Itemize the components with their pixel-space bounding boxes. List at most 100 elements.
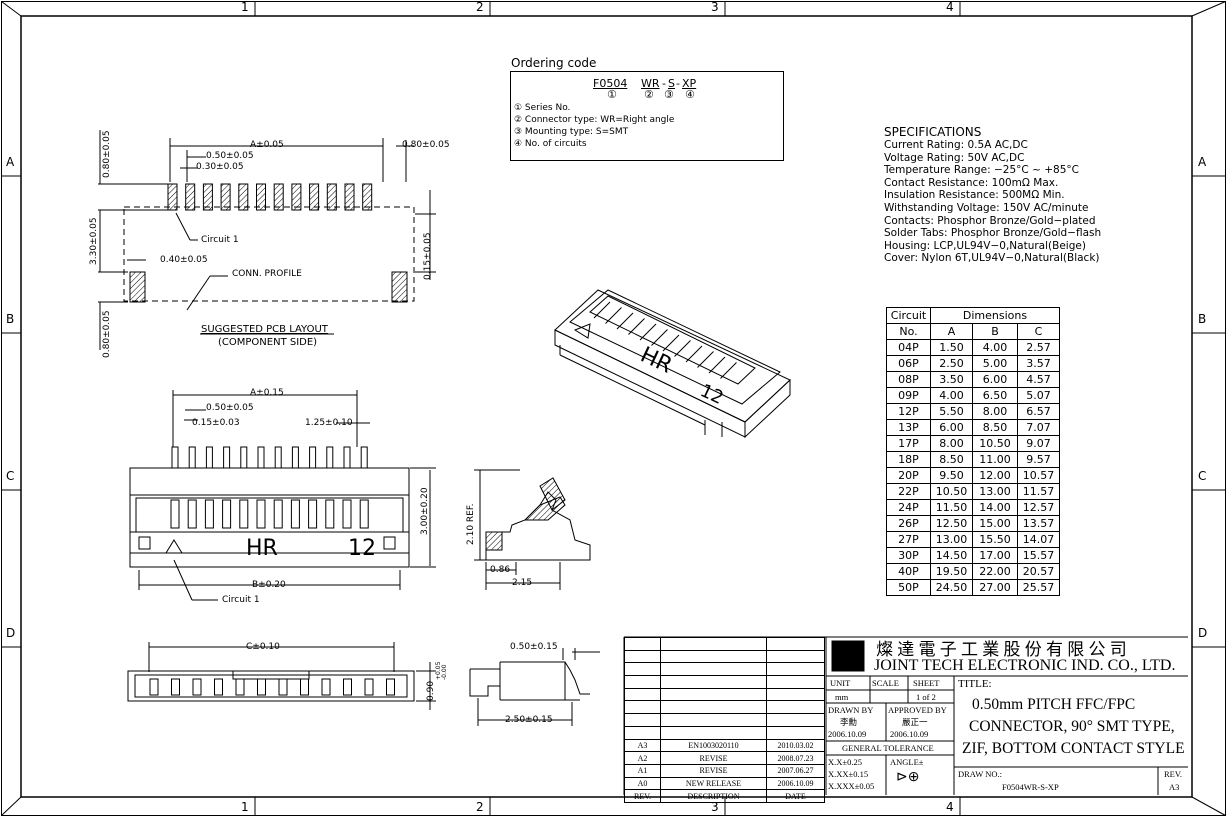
side-dim-h: 2.10 REF. bbox=[466, 503, 476, 545]
table-cell: 5.00 bbox=[972, 355, 1018, 372]
pcb-pad bbox=[291, 183, 302, 211]
pcb-pads bbox=[167, 183, 373, 211]
pcb-pad bbox=[273, 183, 284, 211]
revision-cell: A2 bbox=[624, 751, 661, 765]
bottom-pin bbox=[386, 678, 395, 696]
pcb-dim-vleft-mid: 3.30±0.05 bbox=[89, 217, 99, 265]
zone-row-c-right: C bbox=[1198, 469, 1207, 483]
revision-row bbox=[624, 637, 825, 651]
table-cell: 9.57 bbox=[1017, 451, 1060, 468]
ordering-item: ① Series No. bbox=[514, 103, 571, 113]
approved-by-label: APPROVED BY bbox=[888, 705, 947, 715]
iso-slot bbox=[708, 356, 726, 374]
unit-label: UNIT bbox=[830, 678, 851, 688]
pcb-pad bbox=[344, 183, 355, 211]
revision-cell bbox=[766, 713, 825, 727]
zone-row-c-left: C bbox=[6, 469, 15, 483]
pcb-circuit1-label: Circuit 1 bbox=[201, 235, 239, 245]
table-cell: 12.57 bbox=[1017, 499, 1060, 516]
table-cell: 10.57 bbox=[1017, 467, 1060, 484]
zone-col-1-bottom: 1 bbox=[241, 800, 249, 814]
ordering-marker-1: ① bbox=[607, 88, 617, 101]
drawing-title-line: ZIF, BOTTOM CONTACT STYLE bbox=[962, 740, 1185, 757]
front-dim-b: B±0.20 bbox=[252, 580, 286, 590]
bottom-dim-h-tol-bot: -0.00 bbox=[441, 664, 448, 680]
iso-slots bbox=[593, 301, 737, 379]
drawn-by-label: DRAWN BY bbox=[828, 705, 874, 715]
zone-col-4-top: 4 bbox=[946, 0, 954, 14]
revision-cell bbox=[660, 687, 767, 702]
revision-cell bbox=[624, 675, 661, 689]
pcb-pad bbox=[167, 183, 178, 211]
ordering-part-series: F0504 bbox=[593, 77, 628, 90]
front-contact bbox=[359, 499, 369, 529]
table-cell: 15.57 bbox=[1017, 547, 1060, 564]
approved-date: 2006.10.09 bbox=[890, 729, 929, 739]
spec-line: Voltage Rating: 50V AC,DC bbox=[884, 151, 1025, 164]
table-cell: 22P bbox=[886, 483, 931, 500]
revision-cell bbox=[660, 649, 767, 664]
table-cell: 8.00 bbox=[972, 403, 1018, 420]
table-cell: 5.50 bbox=[930, 403, 973, 420]
ordering-code-title: Ordering code bbox=[511, 56, 597, 70]
pcb-dim-a: A±0.05 bbox=[250, 140, 284, 150]
revision-cell: A0 bbox=[624, 776, 661, 791]
company-name-cn: 燦 達 電 子 工 業 股 份 有 限 公 司 bbox=[876, 640, 1127, 659]
revision-cell bbox=[660, 713, 767, 727]
revision-cell: A1 bbox=[624, 763, 661, 778]
spec-line: Insulation Resistance: 500MΩ Min. bbox=[884, 189, 1065, 202]
revision-cell: EN1003020110 bbox=[660, 738, 767, 753]
rev-label: REV. bbox=[1164, 769, 1183, 779]
revision-row bbox=[624, 675, 825, 689]
pcb-conn-profile-label: CONN. PROFILE bbox=[232, 269, 302, 279]
revision-cell bbox=[660, 700, 767, 715]
ordering-marker-3: ③ bbox=[664, 88, 674, 101]
table-cell: 11.00 bbox=[972, 451, 1018, 468]
table-cell: 6.57 bbox=[1017, 403, 1060, 420]
table-cell: 13.57 bbox=[1017, 515, 1060, 532]
table-cell: 3.57 bbox=[1017, 355, 1060, 372]
table-cell: 50P bbox=[886, 579, 931, 596]
pcb-pad bbox=[256, 183, 266, 211]
front-pins bbox=[170, 446, 369, 529]
drawing-title-line: 0.50mm PITCH FFC/FPC bbox=[972, 696, 1136, 713]
spec-line: Current Rating: 0.5A AC,DC bbox=[884, 139, 1028, 151]
table-cell: 08P bbox=[886, 371, 931, 388]
front-pin bbox=[343, 446, 351, 469]
pcb-layout-view bbox=[98, 130, 436, 350]
spec-line: Housing: LCP,UL94V−0,Natural(Beige) bbox=[884, 239, 1086, 252]
front-dim-pitch: 0.50±0.05 bbox=[206, 403, 254, 413]
bottom-pin bbox=[343, 678, 352, 696]
revision-row bbox=[624, 662, 825, 677]
revision-cell bbox=[766, 675, 825, 689]
revision-cell: DATE bbox=[766, 789, 825, 803]
company-name-en: JOINT TECH ELECTRONIC IND. CO., LTD. bbox=[874, 657, 1176, 674]
bottom-pin bbox=[171, 678, 180, 696]
revision-row bbox=[624, 700, 825, 715]
pcb-pad bbox=[326, 183, 337, 211]
table-cell: 12P bbox=[886, 403, 931, 420]
zone-row-d-left: D bbox=[6, 626, 16, 640]
bottom-pin bbox=[364, 678, 374, 696]
zone-col-2-top: 2 bbox=[476, 0, 484, 14]
zone-row-d-right: D bbox=[1198, 626, 1208, 640]
iso-slot bbox=[605, 307, 622, 324]
pcb-pad bbox=[220, 183, 231, 211]
pcb-pad bbox=[362, 183, 373, 211]
ordering-code-box: F0504 WR - S - XP ① ② ③ ④ ① Series No. ②… bbox=[510, 71, 784, 161]
table-header: Dimensions bbox=[930, 307, 1060, 324]
table-cell: 27P bbox=[886, 531, 931, 548]
table-cell: 6.00 bbox=[972, 371, 1018, 388]
table-cell: 6.50 bbox=[972, 387, 1018, 404]
table-cell: 8.50 bbox=[930, 451, 973, 468]
ordering-item: ③ Mounting type: S=SMT bbox=[514, 127, 629, 137]
zone-col-4-bottom: 4 bbox=[946, 800, 954, 814]
